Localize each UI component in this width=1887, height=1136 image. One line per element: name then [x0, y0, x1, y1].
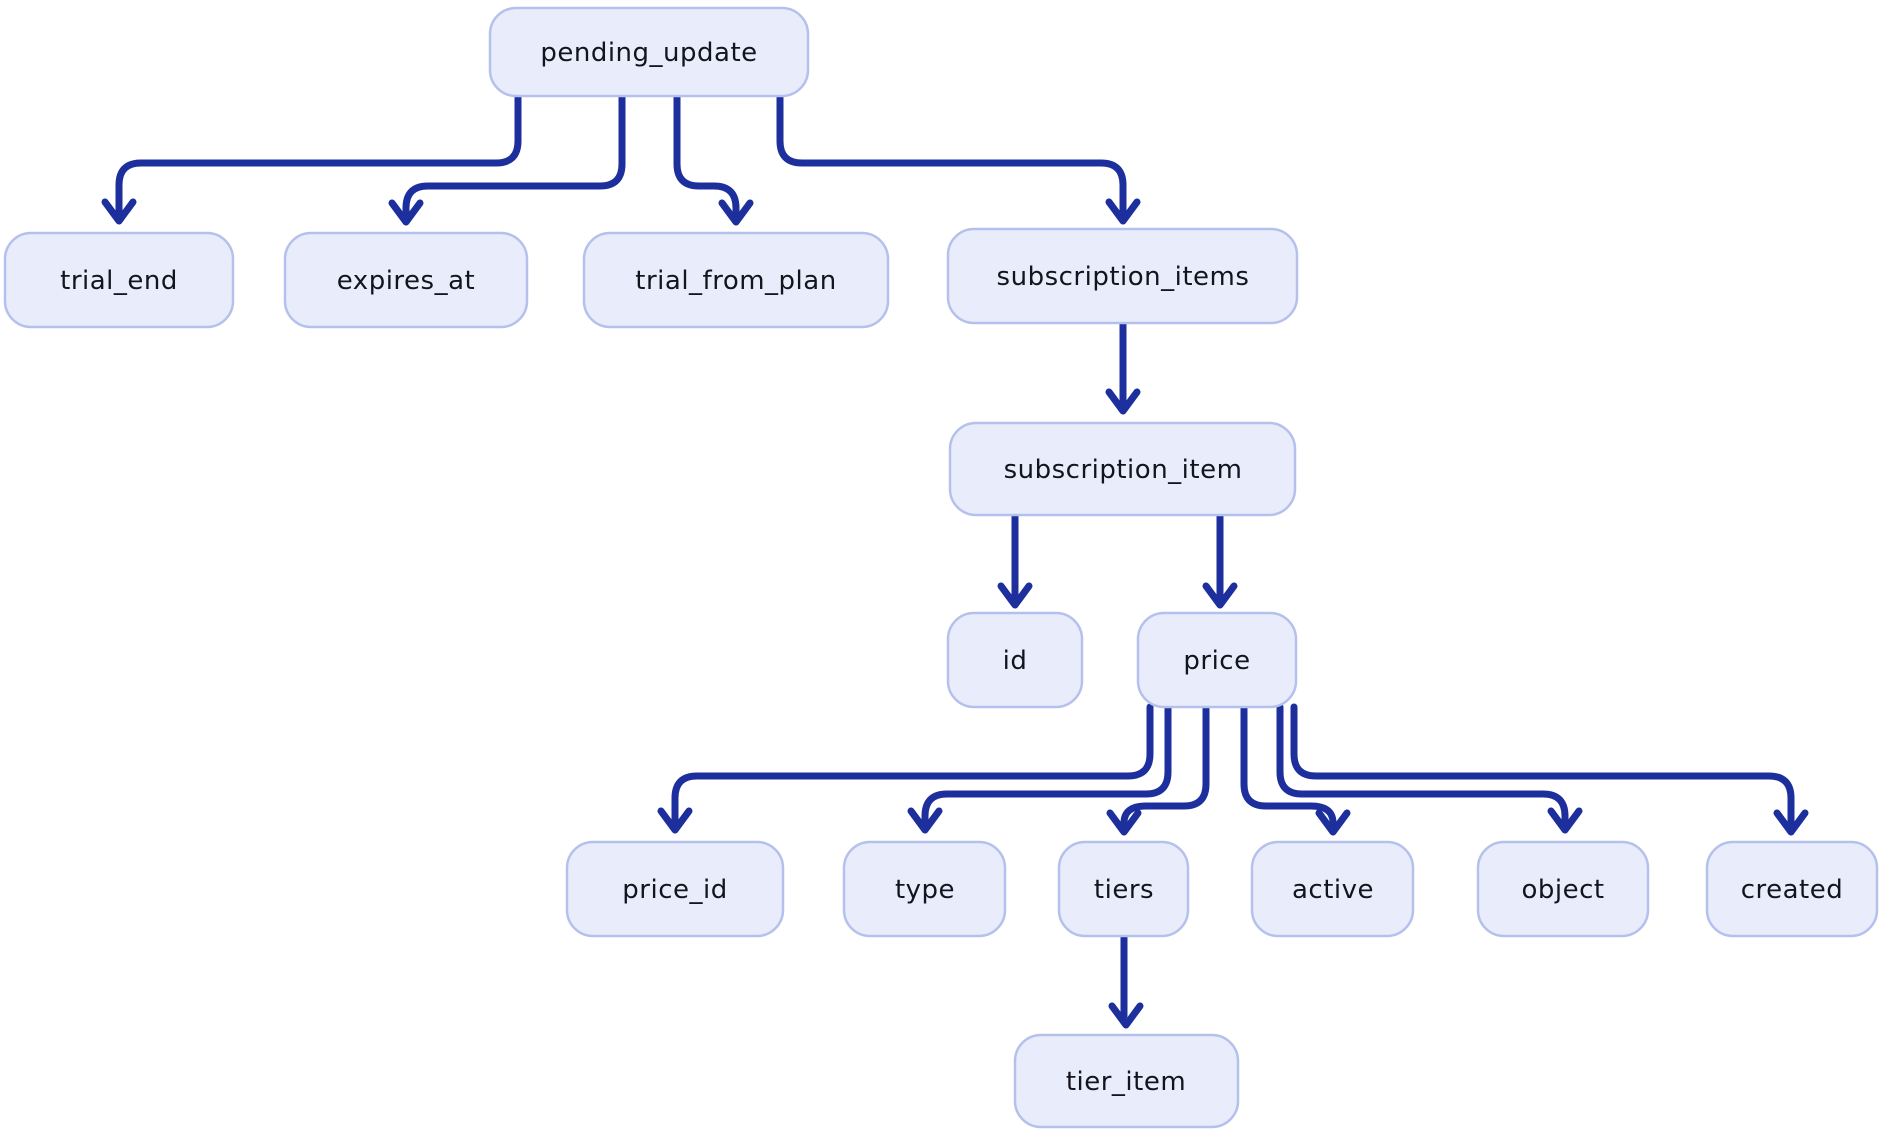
arrowhead-tier-item [1108, 1002, 1144, 1029]
edge-pending-update-expires-at [388, 91, 626, 226]
node-trial-from-plan-label: trial_from_plan [635, 266, 836, 296]
arrowhead-subscription-items [1105, 198, 1141, 225]
connector-pending-update-trial-from-plan [673, 91, 740, 217]
connector-price-object [1276, 703, 1569, 825]
node-tier-item: tier_item [1013, 1033, 1240, 1129]
connector-price-type [921, 703, 1172, 825]
node-type-box [842, 840, 1007, 938]
node-subscription-items-box [946, 227, 1299, 325]
node-price: price [1136, 611, 1298, 709]
node-price-id-box [565, 840, 785, 938]
node-trial-end-box [3, 231, 235, 329]
node-pending-update-label: pending_update [540, 38, 757, 68]
arrowhead-object [1547, 807, 1583, 834]
edge-tiers-tier-item [1108, 932, 1144, 1029]
connector-pending-update-expires-at [402, 91, 626, 217]
node-active: active [1250, 840, 1415, 938]
node-pending-update: pending_update [488, 6, 810, 98]
node-subscription-item-box [948, 421, 1297, 517]
node-pending-update-box [488, 6, 810, 98]
arrowhead-tiers [1106, 809, 1142, 836]
connector-price-active [1240, 703, 1337, 827]
edge-price-price-id [657, 703, 1154, 834]
arrowhead-active [1315, 809, 1351, 836]
node-id-label: id [1003, 646, 1028, 676]
arrowhead-type [907, 807, 943, 834]
node-type: type [842, 840, 1007, 938]
edge-price-object [1276, 703, 1583, 834]
node-tier-item-box [1013, 1033, 1240, 1129]
node-id-box [946, 611, 1084, 709]
arrowhead-id [997, 582, 1033, 609]
edge-pending-update-subscription-items [776, 91, 1141, 225]
node-id: id [946, 611, 1084, 709]
node-trial-end-label: trial_end [60, 266, 178, 296]
node-created: created [1705, 840, 1879, 938]
arrowhead-trial-end [101, 198, 137, 225]
arrowhead-price [1202, 582, 1238, 609]
node-tiers-box [1057, 840, 1190, 938]
node-subscription-items: subscription_items [946, 227, 1299, 325]
node-active-box [1250, 840, 1415, 938]
node-tiers: tiers [1057, 840, 1190, 938]
edge-pending-update-trial-from-plan [673, 91, 754, 226]
node-type-label: type [895, 875, 955, 905]
node-expires-at-box [283, 231, 529, 329]
arrowhead-expires-at [388, 199, 424, 226]
node-object-label: object [1521, 875, 1604, 905]
edge-price-created [1290, 703, 1809, 836]
edge-subscription-item-price [1202, 511, 1238, 609]
node-price-label: price [1183, 646, 1250, 676]
node-tier-item-label: tier_item [1066, 1067, 1186, 1097]
arrowhead-subscription-item [1105, 388, 1141, 415]
node-trial-from-plan: trial_from_plan [582, 231, 890, 329]
node-trial-from-plan-box [582, 231, 890, 329]
node-object: object [1476, 840, 1650, 938]
node-subscription-items-label: subscription_items [997, 262, 1250, 292]
connector-price-created [1290, 703, 1795, 827]
arrowhead-price-id [657, 807, 693, 834]
node-expires-at-label: expires_at [337, 266, 475, 296]
node-created-label: created [1741, 875, 1844, 905]
connector-price-tiers [1120, 703, 1210, 827]
node-created-box [1705, 840, 1879, 938]
node-tiers-label: tiers [1094, 875, 1154, 905]
node-trial-end: trial_end [3, 231, 235, 329]
node-object-box [1476, 840, 1650, 938]
connector-pending-update-trial-end [115, 91, 522, 216]
edge-price-type [907, 703, 1172, 834]
node-active-label: active [1292, 875, 1374, 905]
node-expires-at: expires_at [283, 231, 529, 329]
edge-price-tiers [1106, 703, 1210, 836]
node-subscription-item: subscription_item [948, 421, 1297, 517]
node-price-id: price_id [565, 840, 785, 938]
edge-price-active [1240, 703, 1351, 836]
node-subscription-item-label: subscription_item [1004, 455, 1243, 485]
edge-pending-update-trial-end [101, 91, 522, 225]
edge-subscription-items-subscription-item [1105, 319, 1141, 415]
node-price-box [1136, 611, 1298, 709]
arrowhead-trial-from-plan [718, 199, 754, 226]
connector-price-price-id [671, 703, 1154, 825]
arrowhead-created [1773, 809, 1809, 836]
edge-subscription-item-id [997, 511, 1033, 609]
node-price-id-label: price_id [622, 875, 727, 905]
connector-pending-update-subscription-items [776, 91, 1127, 216]
